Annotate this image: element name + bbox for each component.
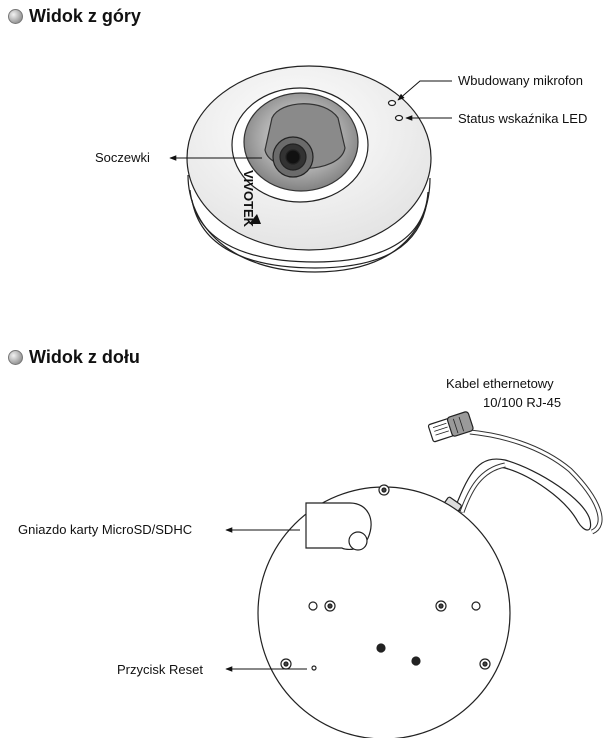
leader-microphone bbox=[397, 80, 452, 101]
label-microphone: Wbudowany mikrofon bbox=[458, 73, 583, 88]
label-lens: Soczewki bbox=[95, 150, 150, 165]
brand-logo-icon bbox=[249, 214, 261, 224]
top-view-camera bbox=[186, 65, 432, 273]
bottom-view-camera bbox=[257, 411, 603, 738]
bottom-view-heading: Widok z dołu bbox=[8, 347, 140, 368]
label-reset: Przycisk Reset bbox=[117, 662, 203, 677]
label-ethernet-cable: Kabel ethernetowy bbox=[446, 376, 554, 391]
bullet-icon bbox=[8, 9, 23, 24]
brand-logo-text: VIVOTEK bbox=[241, 170, 256, 228]
top-view-title: Widok z góry bbox=[29, 6, 141, 26]
label-sd-slot: Gniazdo karty MicroSD/SDHC bbox=[18, 522, 193, 537]
label-led: Status wskaźnika LED bbox=[458, 111, 588, 126]
bullet-icon bbox=[8, 350, 23, 365]
label-ethernet-spec: 10/100 RJ-45 bbox=[483, 395, 562, 410]
top-view-heading: Widok z góry bbox=[8, 6, 141, 27]
bottom-view-title: Widok z dołu bbox=[29, 347, 140, 367]
